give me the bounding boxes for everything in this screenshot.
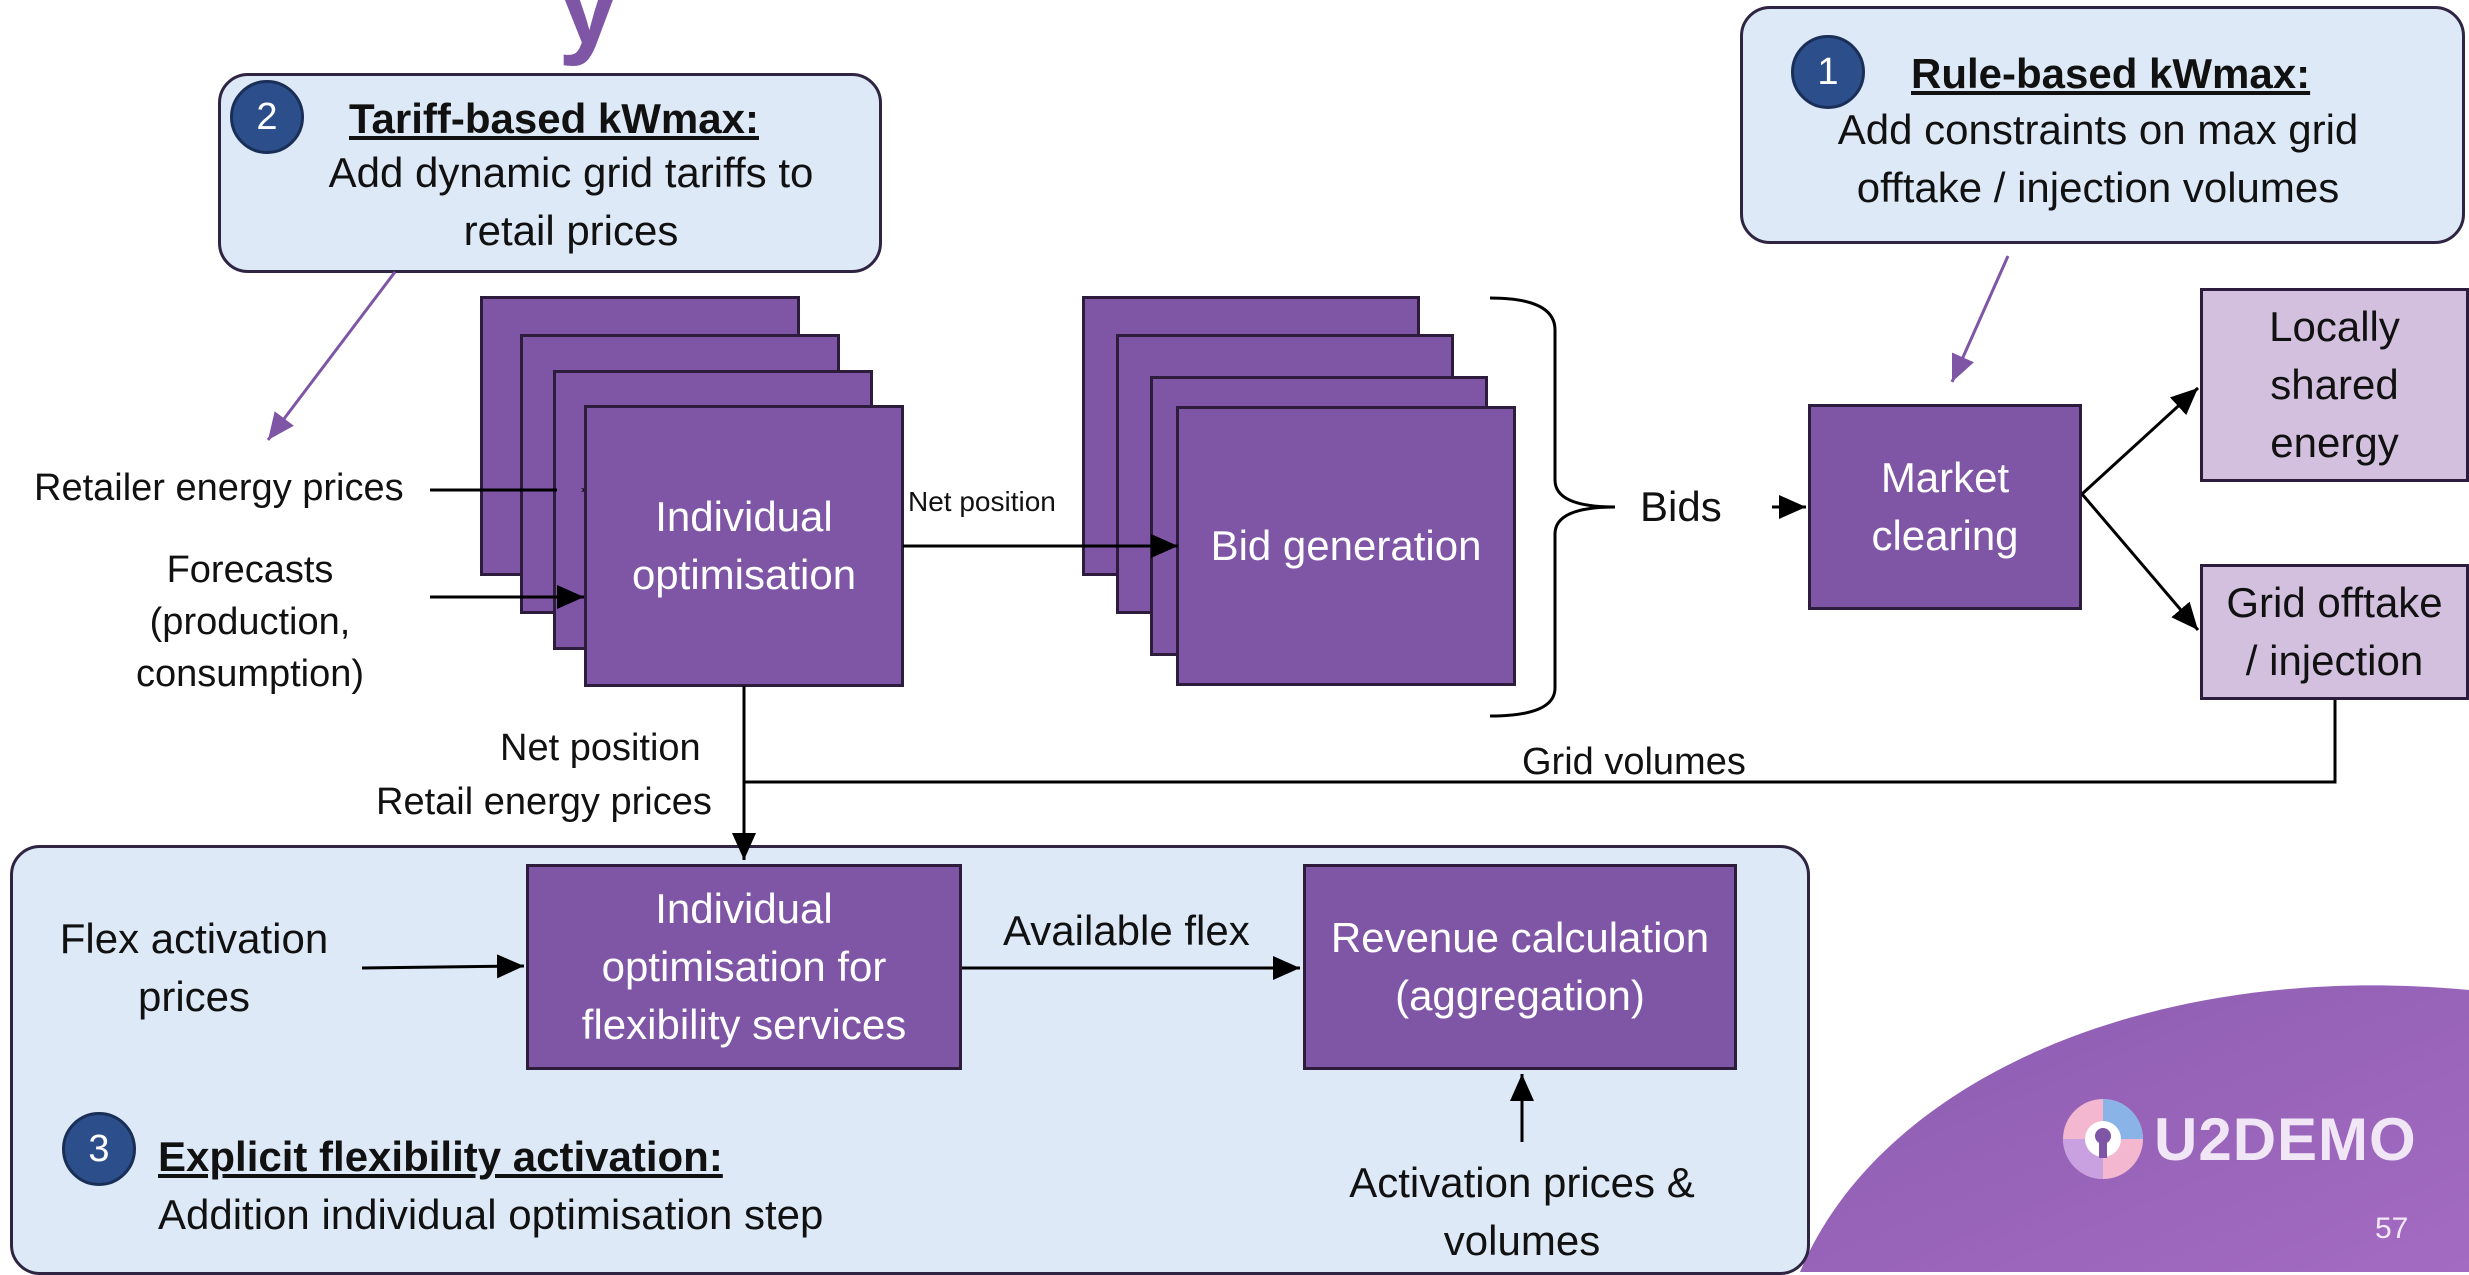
bid-generation-box: Bid generation bbox=[1176, 406, 1516, 686]
market-clearing-line1: Market bbox=[1880, 454, 2010, 501]
grid-volumes-label: Grid volumes bbox=[1522, 741, 1746, 783]
individual-opt-line1: Individual bbox=[655, 493, 833, 540]
locally-shared-energy-box: Locally shared energy bbox=[2200, 288, 2469, 482]
u2demo-logo-text: U2DEMO bbox=[2154, 1105, 2417, 1173]
revenue-line2: (aggregation) bbox=[1395, 972, 1645, 1019]
locally-shared-line1: Locally bbox=[2269, 303, 2400, 350]
badge-2-icon: 2 bbox=[230, 80, 304, 154]
revenue-line1: Revenue calculation bbox=[1330, 914, 1710, 961]
flex-activation-prices-label: Flex activation prices bbox=[44, 910, 344, 1026]
tariff-callout-title: Tariff-based kWmax: bbox=[349, 95, 759, 142]
rule-callout-title: Rule-based kWmax: bbox=[1911, 50, 2311, 97]
individual-optimisation-box: Individual optimisation bbox=[584, 405, 904, 687]
rule-based-callout: 1 Rule-based kWmax: Add constraints on m… bbox=[1740, 6, 2465, 244]
available-flex-label: Available flex bbox=[1003, 907, 1250, 954]
flexibility-optimisation-box: Individual optimisation for flexibility … bbox=[526, 864, 962, 1070]
rule-callout-body: Add constraints on max grid offtake / in… bbox=[1837, 106, 2359, 211]
badge-3-icon: 3 bbox=[62, 1112, 136, 1186]
forecasts-line2: (production, bbox=[149, 601, 351, 643]
activation-line1: Activation prices & bbox=[1349, 1159, 1695, 1206]
tariff-callout-body: Add dynamic grid tariffs to retail price… bbox=[328, 149, 814, 254]
activation-line2: volumes bbox=[1443, 1217, 1601, 1264]
locally-shared-line3: energy bbox=[2270, 419, 2399, 466]
individual-opt-line2: optimisation bbox=[631, 551, 857, 598]
flex-opt-line2: optimisation for bbox=[601, 943, 887, 990]
grid-offtake-line1: Grid offtake bbox=[2226, 579, 2443, 626]
locally-shared-line2: shared bbox=[2270, 361, 2399, 408]
net-position-label: Net position bbox=[500, 727, 701, 769]
retailer-energy-prices-label: Retailer energy prices bbox=[34, 467, 404, 509]
explicit-callout-title: Explicit flexibility activation: bbox=[158, 1133, 723, 1180]
market-clearing-line2: clearing bbox=[1871, 512, 2019, 559]
forecasts-line3: consumption) bbox=[135, 653, 365, 695]
activation-prices-volumes-label: Activation prices & volumes bbox=[1322, 1154, 1722, 1270]
u2demo-logo: U2DEMO bbox=[2060, 1096, 2417, 1182]
tariff-based-callout: 2 Tariff-based kWmax: Add dynamic grid t… bbox=[218, 73, 882, 273]
grid-offtake-injection-box: Grid offtake / injection bbox=[2200, 564, 2469, 700]
grid-offtake-line2: / injection bbox=[2245, 637, 2424, 684]
retail-energy-prices-label: Retail energy prices bbox=[376, 781, 712, 823]
flex-opt-line3: flexibility services bbox=[581, 1001, 907, 1048]
net-position-small-label: Net position bbox=[908, 486, 1056, 517]
badge-1-icon: 1 bbox=[1791, 35, 1865, 109]
bids-label: Bids bbox=[1640, 483, 1722, 530]
flex-opt-line1: Individual bbox=[655, 885, 833, 932]
explicit-callout-body: Addition individual optimisation step bbox=[158, 1191, 824, 1238]
u2demo-logo-icon bbox=[2063, 1099, 2143, 1179]
revenue-calculation-box: Revenue calculation (aggregation) bbox=[1303, 864, 1737, 1070]
forecasts-label: Forecasts (production, consumption) bbox=[120, 544, 380, 700]
title-fragment: y bbox=[558, 0, 620, 67]
flex-prices-line1: Flex activation bbox=[59, 915, 329, 962]
market-clearing-box: Market clearing bbox=[1808, 404, 2082, 610]
page-number: 57 bbox=[2375, 1212, 2409, 1245]
flex-prices-line2: prices bbox=[137, 973, 251, 1020]
forecasts-line1: Forecasts bbox=[166, 549, 334, 591]
